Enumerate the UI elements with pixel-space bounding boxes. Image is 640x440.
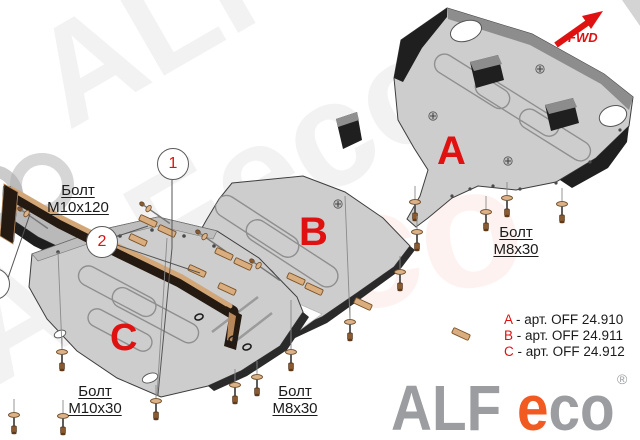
bolt-label-m8x30-right-line1: Болт bbox=[499, 224, 533, 241]
bolt-label-m10x30-line2: М10х30 bbox=[68, 400, 122, 417]
logo-registered-mark: ® bbox=[617, 371, 628, 387]
logo-co-text: co bbox=[548, 372, 615, 440]
part-number-legend: A - арт. OFF 24.910 B - арт. OFF 24.911 … bbox=[504, 312, 625, 360]
plate-a-holes bbox=[450, 128, 622, 198]
fwd-arrow-icon bbox=[554, 11, 603, 48]
bolt-label-m8x30-bottom-line2: М8х30 bbox=[272, 400, 318, 417]
screw-head-icon bbox=[333, 199, 343, 209]
screw-head-icon bbox=[535, 64, 545, 74]
plate-b-letter: B bbox=[299, 210, 328, 254]
screw-head-icon bbox=[428, 111, 438, 121]
bolt-label-m8x30-bottom: Болт М8х30 bbox=[258, 383, 332, 417]
legend-letter-a: A bbox=[504, 312, 513, 327]
bolt-label-m10x120-line1: Болт bbox=[61, 182, 95, 199]
leader-lines bbox=[7, 180, 201, 396]
callout-1-number: 1 bbox=[168, 155, 178, 172]
plate-a-letter: A bbox=[437, 129, 466, 173]
plate-a-lugs bbox=[470, 55, 579, 131]
plate-c-letter: C bbox=[110, 317, 138, 359]
legend-letter-c: C bbox=[504, 344, 514, 359]
bolt-label-m10x30: Болт М10х30 bbox=[55, 383, 135, 417]
bolt-label-m8x30-right: Болт М8х30 bbox=[486, 224, 546, 258]
plate-c-ribs bbox=[77, 265, 200, 352]
legend-row-a: A - арт. OFF 24.910 bbox=[504, 312, 625, 328]
legend-row-c: C - арт. OFF 24.912 bbox=[504, 344, 625, 360]
callout-2: 2 bbox=[86, 226, 118, 258]
bolt-label-m8x30-right-line2: М8х30 bbox=[493, 241, 539, 258]
fwd-label: FWD bbox=[568, 30, 598, 45]
bolt-label-m8x30-bottom-line1: Болт bbox=[278, 383, 312, 400]
bolt-label-m10x30-line1: Болт bbox=[78, 383, 112, 400]
legend-text-a: - арт. OFF 24.910 bbox=[516, 312, 624, 327]
legend-text-c: - арт. OFF 24.912 bbox=[517, 344, 625, 359]
logo-e-text: e bbox=[516, 372, 549, 440]
legend-letter-b: B bbox=[504, 328, 514, 343]
screw-head-icon bbox=[503, 156, 513, 166]
callout-2-number: 2 bbox=[97, 233, 107, 250]
alfeco-logo: ALF eco bbox=[391, 376, 615, 440]
bolt-label-m10x120: Болт М10х120 bbox=[38, 182, 118, 216]
crossmember-shape bbox=[0, 183, 242, 350]
logo-alf-text: ALF bbox=[391, 372, 502, 440]
legend-row-b: B - арт. OFF 24.911 bbox=[504, 328, 625, 344]
plate-a-shape bbox=[393, 7, 634, 228]
bolt-label-m10x120-line2: М10х120 bbox=[47, 199, 109, 216]
callout-1: 1 bbox=[157, 148, 189, 180]
legend-text-b: - арт. OFF 24.911 bbox=[516, 328, 623, 343]
